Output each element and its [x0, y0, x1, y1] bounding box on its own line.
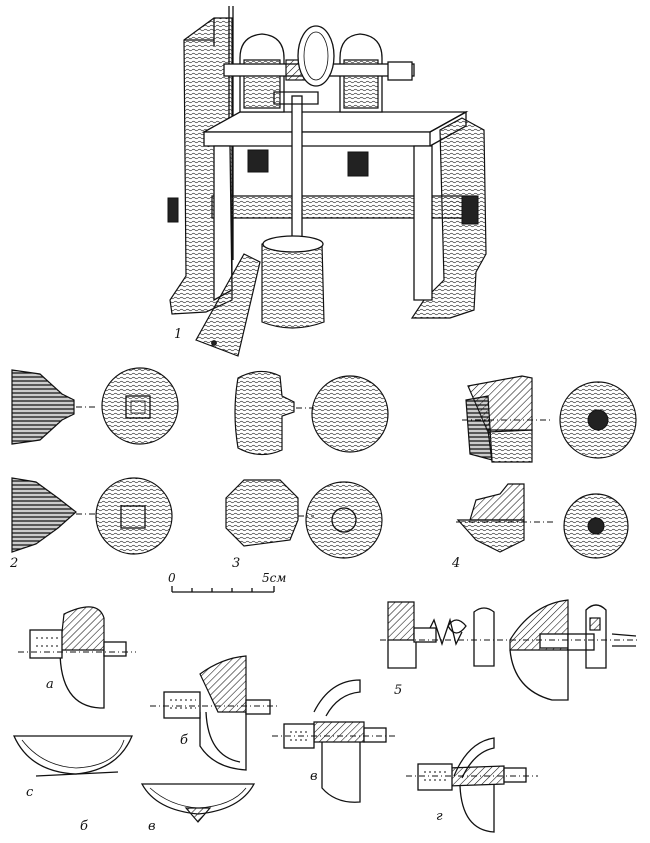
bowl-right: б в: [80, 783, 256, 834]
stage-g: г: [406, 737, 538, 833]
stage-v: в: [272, 679, 396, 803]
label-stage-a: а: [46, 677, 54, 692]
scale-bar: 0 5см: [168, 571, 286, 593]
bowl-left: с: [12, 735, 133, 800]
label-stage-g: г: [436, 809, 443, 824]
stage-b: б: [150, 655, 280, 771]
label-stage-v: в: [310, 769, 318, 784]
label-group-2: 2: [9, 556, 18, 571]
label-group-3: 3: [232, 556, 240, 571]
label-group-5: 5: [394, 683, 402, 698]
label-bowl-v: в: [148, 819, 156, 834]
group-5-section: 5: [380, 599, 640, 701]
label-bowl-left: с: [26, 785, 34, 800]
label-stage-b: б: [180, 733, 188, 748]
stage-a: а: [18, 606, 136, 709]
label-lathe: 1: [174, 327, 182, 342]
group-3-blanks: 3: [225, 370, 389, 571]
lathe-drawing: 1: [167, 6, 487, 357]
label-bowl-b: б: [80, 819, 88, 834]
group-2-blanks: 2: [9, 367, 179, 571]
label-group-4: 4: [451, 556, 460, 571]
scale-end-label: 5см: [262, 571, 286, 585]
group-4-blanks: 4: [451, 375, 637, 571]
scale-start-label: 0: [168, 571, 176, 585]
